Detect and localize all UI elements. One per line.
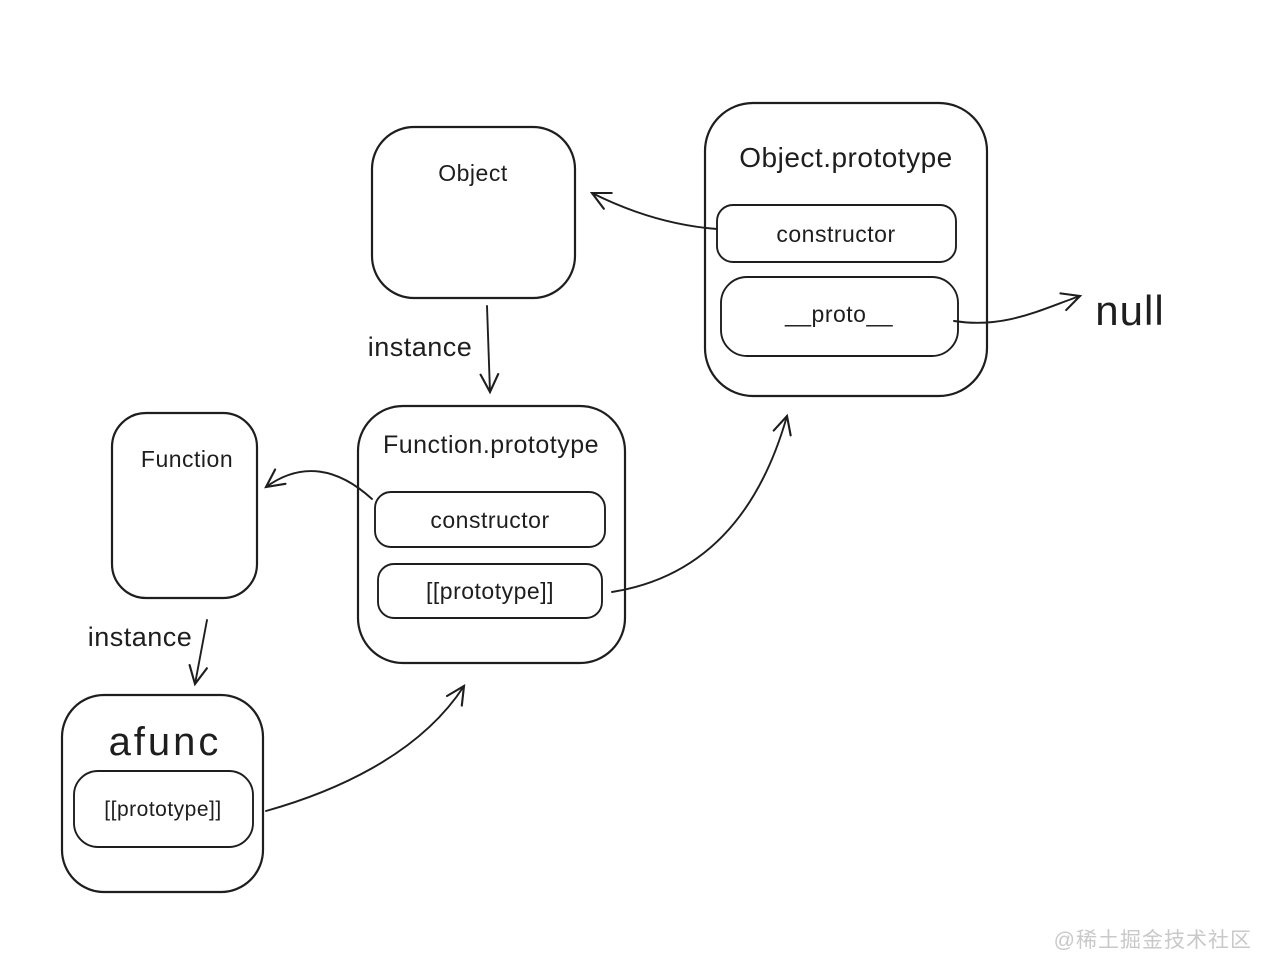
afunc-node: afunc [[prototype]]: [60, 693, 265, 894]
arrow-function-to-afunc: [188, 619, 208, 687]
object-node-box: [370, 125, 577, 300]
arrow-object-to-function-prototype: [479, 305, 500, 395]
object-prototype-proto-field-label: __proto__: [784, 301, 894, 327]
arrow-object-prototype-constructor-to-object: [589, 191, 718, 230]
function-prototype-constructor-field-box: [374, 491, 606, 548]
arrow-afunc-prototype-to-function-prototype: [265, 684, 466, 812]
object-prototype-constructor-field-box: [716, 204, 957, 263]
function-node: Function: [110, 411, 259, 600]
object-node-label: Object: [438, 160, 508, 186]
function-prototype-node: Function.prototype constructor [[prototy…: [356, 404, 627, 665]
object-prototype-title: Object.prototype: [739, 142, 952, 173]
function-prototype-prototype-field-label: [[prototype]]: [426, 578, 554, 604]
arrow-object-prototype-proto-to-null: [953, 292, 1083, 324]
watermark-text: @稀土掘金技术社区: [1054, 929, 1252, 952]
arrow-function-prototype-prototype-to-object-prototype: [611, 413, 792, 593]
function-prototype-prototype-field-box: [377, 563, 603, 619]
arrow-function-prototype-constructor-to-function: [264, 468, 373, 500]
object-prototype-node: Object.prototype constructor __proto__: [703, 101, 989, 398]
function-node-box: [110, 411, 259, 600]
object-prototype-constructor-field-label: constructor: [776, 221, 895, 247]
null-terminal-label: null: [1095, 287, 1164, 334]
afunc-prototype-field-box: [73, 770, 254, 848]
function-prototype-title: Function.prototype: [383, 431, 599, 459]
afunc-node-label: afunc: [109, 720, 222, 764]
instance-label-object: instance: [368, 332, 473, 362]
function-node-label: Function: [141, 446, 233, 472]
object-node: Object: [370, 125, 577, 300]
afunc-prototype-field-label: [[prototype]]: [104, 798, 221, 821]
object-prototype-proto-field-box: [720, 276, 959, 357]
function-prototype-constructor-field-label: constructor: [430, 507, 549, 533]
instance-label-function: instance: [88, 622, 193, 652]
